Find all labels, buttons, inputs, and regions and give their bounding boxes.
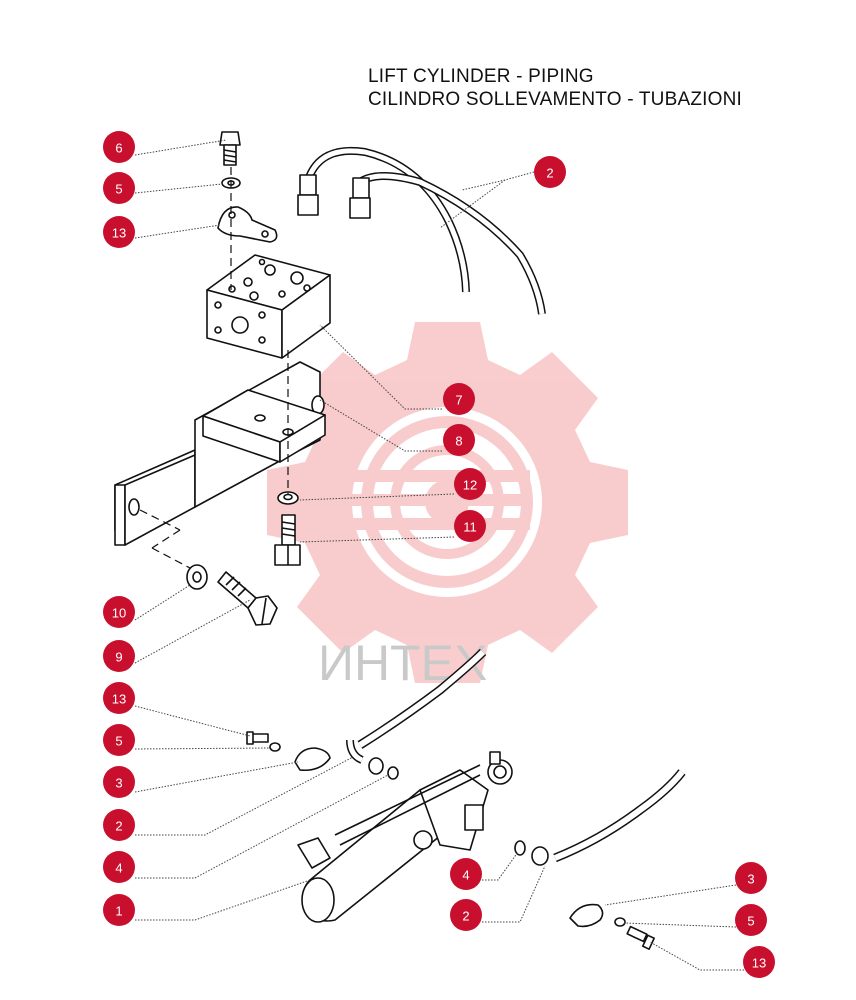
clamp-part-3-right	[569, 903, 604, 928]
callout-badge	[443, 424, 475, 456]
callout-badge	[743, 946, 775, 978]
callout-part-9: 9	[103, 640, 135, 672]
callout-label: 6	[115, 141, 122, 156]
callout-part-11: 11	[454, 510, 486, 542]
callout-label: 12	[463, 478, 477, 493]
hose-part-2-lower-right	[553, 769, 686, 863]
callout-label: 5	[115, 182, 122, 197]
lower-assembly	[246, 648, 686, 950]
callout-label: 9	[115, 650, 122, 665]
callout-label: 7	[455, 393, 462, 408]
callout-badge	[103, 724, 135, 756]
callout-part-10: 10	[103, 596, 135, 628]
callout-label: 5	[747, 914, 754, 929]
hose-pair-part-2	[297, 146, 546, 315]
callout-badge	[103, 851, 135, 883]
callout-badge	[103, 809, 135, 841]
callout-part-4: 4	[103, 851, 135, 883]
bolt-part-11	[274, 514, 301, 566]
callout-badge	[454, 468, 486, 500]
washer-part-5-right	[614, 917, 626, 927]
callout-part-12: 12	[454, 468, 486, 500]
callout-part-4: 4	[450, 858, 482, 890]
washer-part-5-left	[269, 742, 281, 752]
callout-badge	[103, 131, 135, 163]
lift-cylinder-part-1	[297, 751, 513, 923]
hydraulic-block-part-7	[206, 254, 331, 359]
callout-part-3: 3	[735, 862, 767, 894]
callout-badge	[103, 682, 135, 714]
callout-part-8: 8	[443, 424, 475, 456]
callout-part-3: 3	[103, 766, 135, 798]
bolt-part-6	[219, 131, 241, 166]
callout-label: 13	[112, 226, 126, 241]
callouts: 6 5 13 2 7 8 12 11 10 9 13 5 3 2 4 1 4 2 3 5 13	[103, 131, 775, 978]
callout-part-6: 6	[103, 131, 135, 163]
callout-label: 4	[462, 868, 469, 883]
callout-badge	[103, 172, 135, 204]
callout-badge	[103, 640, 135, 672]
gear-logo-icon	[267, 322, 628, 683]
hose-part-2-lower-left	[346, 648, 487, 764]
callout-part-7: 7	[443, 383, 475, 415]
callout-part-2: 2	[450, 899, 482, 931]
callout-label: 13	[112, 692, 126, 707]
callout-badge	[103, 596, 135, 628]
bolt-part-9	[217, 571, 278, 626]
callout-badge	[103, 894, 135, 926]
callout-badge	[443, 383, 475, 415]
clamp-part-13	[217, 206, 278, 243]
callout-part-13: 13	[103, 216, 135, 248]
callout-label: 3	[747, 872, 754, 887]
screw-part-13-right	[626, 925, 655, 950]
callout-badge	[103, 766, 135, 798]
watermark-text: ИНТЕХ	[318, 635, 487, 691]
callout-label: 3	[115, 776, 122, 791]
callout-label: 11	[463, 520, 477, 535]
upper-assembly	[114, 131, 546, 626]
callout-badge	[735, 862, 767, 894]
screw-part-13-left	[246, 731, 269, 745]
callout-label: 2	[115, 819, 122, 834]
callout-part-13: 13	[103, 682, 135, 714]
callout-part-5: 5	[735, 904, 767, 936]
callout-label: 2	[462, 909, 469, 924]
callout-part-1: 1	[103, 894, 135, 926]
callout-label: 13	[752, 956, 766, 971]
callout-label: 5	[115, 734, 122, 749]
callout-badge	[103, 216, 135, 248]
mounting-bracket-part-8	[114, 361, 326, 546]
leader-lines	[134, 139, 744, 971]
callout-part-2: 2	[103, 809, 135, 841]
callout-part-5: 5	[103, 724, 135, 756]
callout-badge	[450, 858, 482, 890]
callout-label: 8	[455, 434, 462, 449]
callout-part-5: 5	[103, 172, 135, 204]
callout-label: 1	[115, 904, 122, 919]
callout-badge	[735, 904, 767, 936]
callout-label: 2	[546, 166, 553, 181]
callout-label: 10	[112, 606, 126, 621]
diagram-title-it: CILINDRO SOLLEVAMENTO - TUBAZIONI	[368, 89, 743, 110]
clamp-part-3-left	[294, 747, 331, 772]
callout-badge	[450, 899, 482, 931]
diagram-title-en: LIFT CYLINDER - PIPING	[368, 66, 594, 87]
callout-part-13: 13	[743, 946, 775, 978]
callout-badge	[454, 510, 486, 542]
callout-badge	[534, 156, 566, 188]
callout-label: 4	[115, 861, 122, 876]
callout-part-2: 2	[534, 156, 566, 188]
